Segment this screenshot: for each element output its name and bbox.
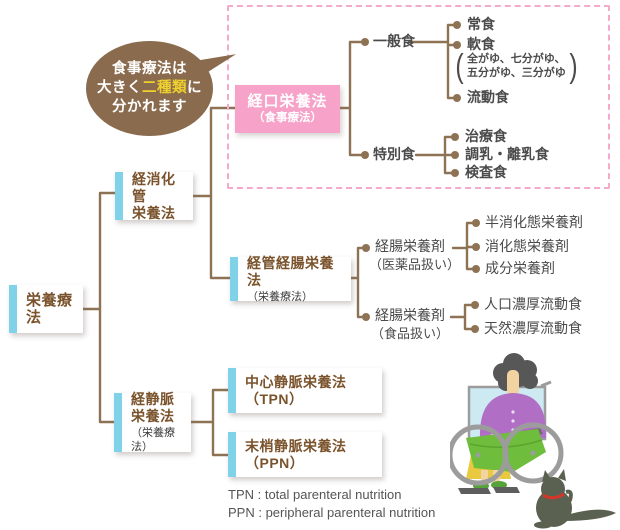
- node-accent-bar: [230, 257, 238, 301]
- leaf-digested-formula: 消化態栄養剤: [485, 238, 569, 254]
- node-tpn-label: 中心静脈栄養法（TPN）: [245, 373, 347, 407]
- leaf-elemental-formula: 成分栄養剤: [485, 260, 555, 276]
- node-nutrition-therapy: 栄養療法: [9, 285, 83, 333]
- node-accent-bar: [228, 432, 236, 477]
- cat: [534, 469, 616, 529]
- node-oral-sub: （食事療法）: [253, 112, 322, 124]
- footplate: [458, 488, 491, 494]
- node-root-label: 栄養療法: [26, 292, 73, 326]
- node-ppn: 末梢静脈栄養法（PPN）: [228, 432, 382, 477]
- node-tpn: 中心静脈栄養法（TPN）: [228, 368, 382, 413]
- leaf-liquid-diet: 流動食: [467, 89, 509, 105]
- leaf-semi-digested-formula: 半消化態栄養剤: [485, 214, 583, 230]
- node-gi-tract-nutrition: 経消化管 栄養法: [115, 170, 193, 221]
- bubble-line3: 分かれます: [112, 99, 187, 115]
- node-gi-line2: 栄養法: [132, 204, 176, 221]
- node-accent-bar: [115, 172, 123, 220]
- cat-feet: [534, 521, 552, 529]
- soft-diet-note: ( 全がゆ、七分がゆ、 五分がゆ、三分がゆ ): [454, 47, 579, 84]
- branch-enteral-formula-pharma-sub: （医薬品扱い）: [369, 257, 461, 272]
- bubble-line1: 食事療法は: [112, 61, 187, 77]
- node-iv-sub: （栄養療法）: [131, 427, 175, 453]
- node-tube-label: 経管経腸栄養法: [247, 254, 334, 288]
- footplate: [493, 487, 520, 493]
- node-ppn-label: 末梢静脈栄養法（PPN）: [245, 437, 347, 471]
- cat-tail: [563, 509, 616, 521]
- branch-enteral-formula-pharma: 経腸栄養剤: [375, 238, 445, 254]
- note-line2: 五分がゆ、三分がゆ: [467, 67, 566, 79]
- leaf-artificial-concentrated-liquid: 人口濃厚流動食: [484, 296, 582, 312]
- cat-body: [536, 489, 572, 527]
- node-tube-sub: （栄養療法）: [247, 290, 313, 303]
- node-iv-line1: 経静脈: [131, 391, 175, 407]
- node-oral-label: 経口栄養法: [247, 93, 328, 110]
- cat-collar: [542, 492, 565, 500]
- leaf-regular-diet: 常食: [467, 16, 495, 32]
- node-accent-bar: [228, 368, 236, 413]
- branch-bullet-dots: [361, 21, 480, 333]
- node-parenteral-nutrition: 経静脈 栄養法 （栄養療法）: [114, 391, 191, 453]
- wheelchair-woman-and-cat-illustration: [450, 353, 616, 529]
- speech-bubble: 食事療法は 大きく二種類に 分かれます: [86, 41, 213, 136]
- bubble-highlight: 二種類: [142, 80, 187, 96]
- leaf-formula-weaning-diet: 調乳・離乳食: [465, 146, 549, 162]
- cat-raised-paw: [561, 489, 573, 507]
- node-iv-line2: 栄養法: [131, 408, 175, 424]
- wheel-right: [502, 422, 564, 484]
- note-close-paren: ): [569, 47, 578, 84]
- bubble-line2: 大きく二種類に: [97, 80, 202, 96]
- branch-general-diet: 一般食: [373, 33, 415, 49]
- node-accent-bar: [9, 285, 17, 333]
- note-line1: 全がゆ、七分がゆ、: [467, 53, 566, 65]
- leaf-therapeutic-diet: 治療食: [465, 128, 507, 144]
- wheelchair-handle: [540, 380, 552, 388]
- leaf-natural-concentrated-liquid: 天然濃厚流動食: [484, 320, 582, 336]
- branch-special-diet: 特別食: [373, 146, 415, 162]
- footnote-tpn: TPN : total parenteral nutrition: [228, 487, 402, 502]
- branch-enteral-formula-food: 経腸栄養剤: [375, 307, 445, 323]
- footnote-ppn: PPN : peripheral parenteral nutrition: [228, 505, 436, 520]
- node-oral-nutrition: 経口栄養法 （食事療法）: [235, 85, 340, 133]
- note-open-paren: (: [455, 47, 464, 84]
- node-tube-enteral-nutrition: 経管経腸栄養法 （栄養療法）: [230, 254, 351, 303]
- woman-face: [507, 370, 519, 396]
- oral-nutrition-highlight-region: [227, 5, 610, 189]
- leaf-test-diet: 検査食: [465, 164, 507, 180]
- branch-enteral-formula-food-sub: （食品扱い）: [371, 326, 450, 341]
- leaf-soft-diet: 軟食: [467, 36, 495, 52]
- node-gi-line1: 経消化管: [132, 170, 176, 204]
- node-accent-bar: [114, 393, 122, 452]
- woman-leg: [481, 470, 488, 485]
